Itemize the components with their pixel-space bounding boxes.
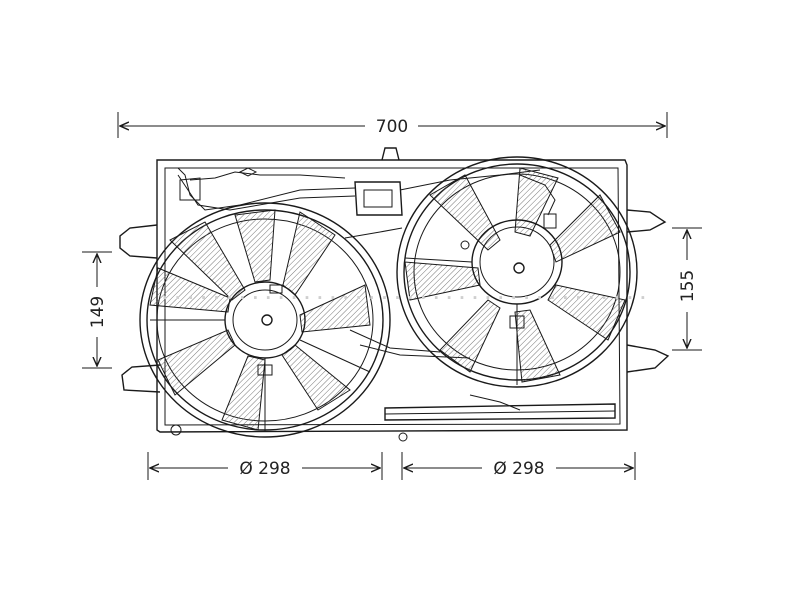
left-height-label: 149: [88, 296, 108, 328]
left-fan: [139, 202, 391, 438]
right-height-label: 155: [678, 270, 698, 302]
right-fan-diameter-label: Ø 298: [493, 459, 544, 479]
dimension-overall-width: 700: [117, 112, 668, 138]
right-fan: [396, 156, 638, 388]
dimension-left-fan-diameter: Ø 298: [147, 452, 383, 480]
left-fan-diameter-label: Ø 298: [239, 459, 290, 479]
watermark: · · · · · · · · · · · · · · · · · · · · …: [162, 289, 647, 307]
dimension-right-height: 155: [672, 227, 702, 351]
dimension-right-fan-diameter: Ø 298: [401, 452, 636, 480]
dimension-left-height: 149: [82, 251, 112, 369]
overall-width-label: 700: [376, 117, 408, 137]
